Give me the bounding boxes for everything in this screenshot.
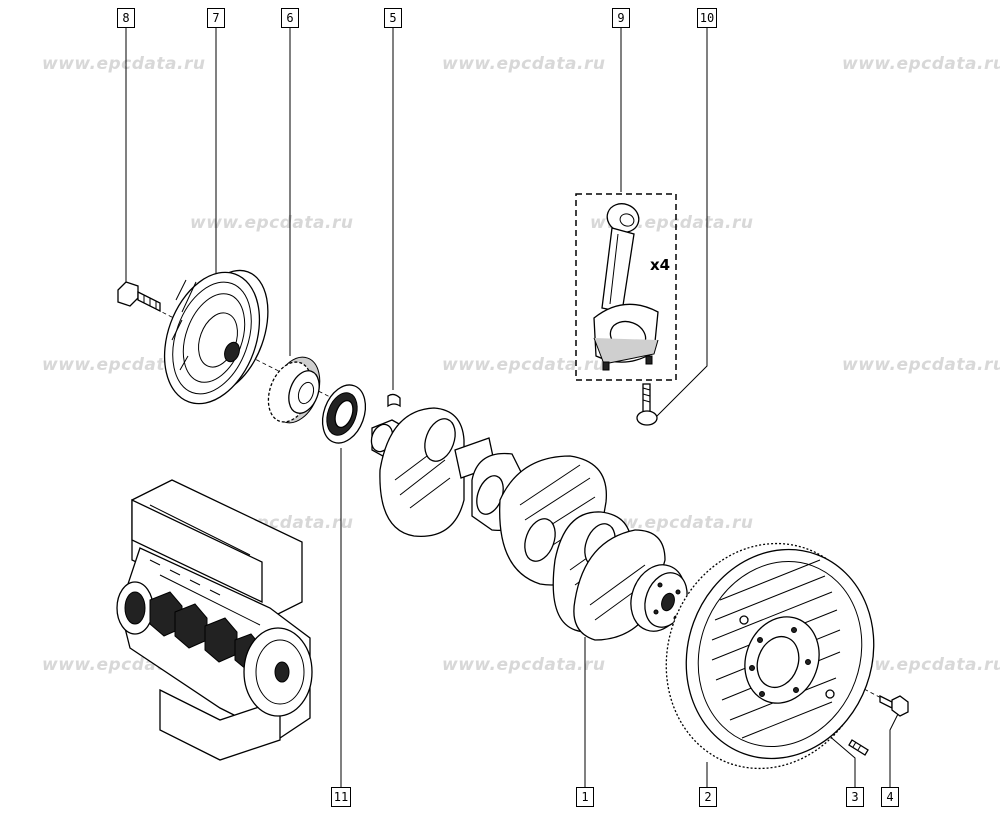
callout-7: 7 bbox=[207, 8, 225, 28]
watermark: www.epcdata.ru bbox=[842, 355, 1000, 375]
watermark: www.epcdata.ru bbox=[442, 655, 606, 675]
callout-8: 8 bbox=[117, 8, 135, 28]
part-7-crankshaft-pulley bbox=[163, 269, 269, 405]
leader-4 bbox=[889, 713, 899, 787]
part-10-rod-bolt bbox=[636, 383, 658, 426]
callout-6: 6 bbox=[281, 8, 299, 28]
part-1-crankshaft bbox=[370, 407, 688, 641]
part-4-flywheel-bolt bbox=[879, 694, 909, 717]
callout-11: 11 bbox=[331, 787, 351, 807]
engine-block-locator bbox=[116, 479, 313, 761]
watermark: www.epcdata.ru bbox=[190, 213, 354, 233]
part-9-connecting-rod bbox=[575, 193, 677, 381]
part-5-woodruff-key bbox=[387, 393, 401, 408]
leader-10 bbox=[654, 26, 708, 419]
watermark: www.epcdata.ru bbox=[442, 355, 606, 375]
callout-2: 2 bbox=[699, 787, 717, 807]
callout-10: 10 bbox=[697, 8, 717, 28]
part-2-flywheel bbox=[665, 542, 875, 770]
callout-5: 5 bbox=[384, 8, 402, 28]
part-8-pulley-bolt bbox=[117, 281, 161, 313]
callout-9: 9 bbox=[612, 8, 630, 28]
part-3-dowel-pin bbox=[848, 739, 869, 756]
quantity-label: x4 bbox=[650, 256, 671, 274]
connecting-rod-group-box bbox=[575, 193, 677, 381]
watermark: www.epcdata.ru bbox=[442, 54, 606, 74]
watermark: www.epcdata.ru bbox=[842, 54, 1000, 74]
callout-1: 1 bbox=[576, 787, 594, 807]
watermark: www.epcdata.ru bbox=[842, 655, 1000, 675]
watermark: www.epcdata.ru bbox=[590, 513, 754, 533]
part-11-oil-seal bbox=[321, 384, 367, 444]
watermark: www.epcdata.ru bbox=[42, 54, 206, 74]
callout-4: 4 bbox=[881, 787, 899, 807]
callout-3: 3 bbox=[846, 787, 864, 807]
part-6-timing-sprocket bbox=[267, 356, 321, 424]
